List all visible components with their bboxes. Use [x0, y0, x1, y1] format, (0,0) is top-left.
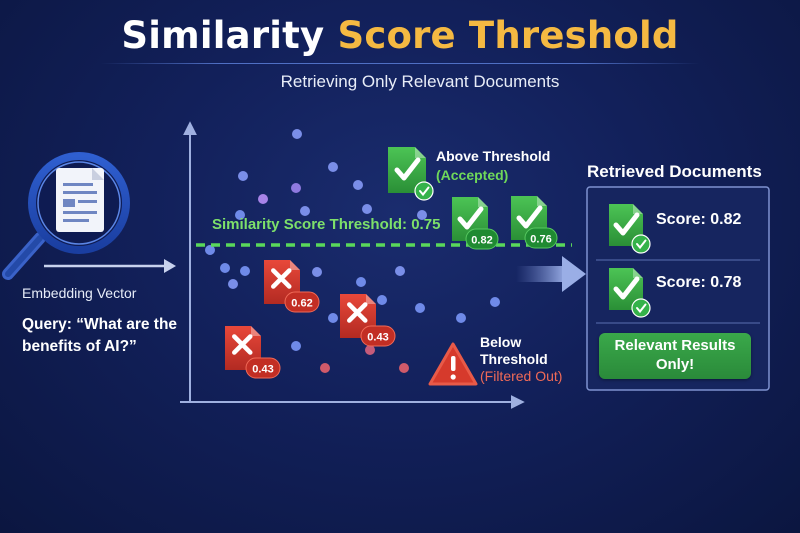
accepted-score: 0.82: [471, 235, 492, 247]
below-threshold-label: Below Threshold (Filtered Out): [480, 334, 562, 385]
rejected-score: 0.43: [367, 332, 388, 344]
embedding-point: [320, 363, 330, 373]
subtitle: Retrieving Only Relevant Documents: [280, 72, 560, 91]
embedding-point: [362, 204, 372, 214]
warning-icon: [428, 342, 478, 386]
embedding-point: [258, 194, 268, 204]
retrieved-score-2: Score: 0.78: [656, 274, 742, 291]
arrow-right-icon: [44, 259, 176, 273]
x-document-icon: 0.62: [264, 260, 320, 313]
arrow-right-icon: [516, 256, 586, 292]
embedding-point: [356, 277, 366, 287]
embedding-point: [399, 363, 409, 373]
embedding-point: [291, 341, 301, 351]
threshold-label: Similarity Score Threshold: 0.75: [212, 216, 441, 233]
accepted-status: (Accepted): [436, 167, 509, 183]
title-part1: Similarity: [121, 14, 325, 57]
check-document-icon: [388, 147, 434, 201]
embedding-point: [328, 313, 338, 323]
check-document-icon: 0.82: [452, 197, 499, 250]
accepted-score: 0.76: [530, 234, 551, 246]
embedding-vector-label: Embedding Vector: [22, 285, 137, 301]
embedding-point: [456, 313, 466, 323]
rejected-score: 0.43: [252, 364, 273, 376]
filtered-status: (Filtered Out): [480, 368, 563, 384]
embedding-point: [377, 295, 387, 305]
above-threshold-title: Above Threshold: [436, 148, 551, 164]
embedding-point: [417, 210, 427, 220]
above-threshold-label: Above Threshold (Accepted): [436, 147, 550, 185]
embedding-point: [490, 297, 500, 307]
embedding-point: [220, 263, 230, 273]
title-part2: Score Threshold: [337, 14, 679, 57]
check-document-icon: 0.76: [511, 196, 558, 249]
embedding-point: [235, 210, 245, 220]
embedding-point: [353, 180, 363, 190]
embedding-point: [415, 303, 425, 313]
embedding-point: [240, 266, 250, 276]
embedding-point: [365, 345, 375, 355]
below-title-line1: Below: [480, 334, 522, 350]
embedding-point: [292, 129, 302, 139]
embedding-point: [395, 266, 405, 276]
check-document-icon: [609, 204, 651, 254]
check-document-icon: [609, 268, 651, 318]
below-title-line2: Threshold: [480, 351, 548, 367]
retrieved-title: Retrieved Documents: [587, 162, 762, 181]
query-text: Query: “What are the benefits of AI?”: [22, 316, 178, 355]
embedding-point: [328, 162, 338, 172]
plot-axes: [180, 121, 525, 409]
embedding-point: [291, 183, 301, 193]
magnifier-document-icon: [2, 152, 130, 280]
embedding-point: [205, 245, 215, 255]
x-document-icon: 0.43: [340, 294, 396, 347]
embedding-point: [238, 171, 248, 181]
title-divider: [100, 63, 700, 64]
page-title: Similarity Score Threshold: [0, 14, 800, 57]
relevant-results-badge: Relevant Results Only!: [599, 333, 751, 379]
embedding-point: [312, 267, 322, 277]
rejected-score: 0.62: [291, 298, 312, 310]
badge-line1: Relevant Results: [614, 337, 736, 354]
retrieved-score-1: Score: 0.82: [656, 211, 742, 228]
embedding-point: [300, 206, 310, 216]
x-document-icon: 0.43: [225, 326, 281, 379]
embedding-points: [205, 129, 500, 373]
embedding-point: [228, 279, 238, 289]
badge-line2: Only!: [655, 356, 695, 373]
